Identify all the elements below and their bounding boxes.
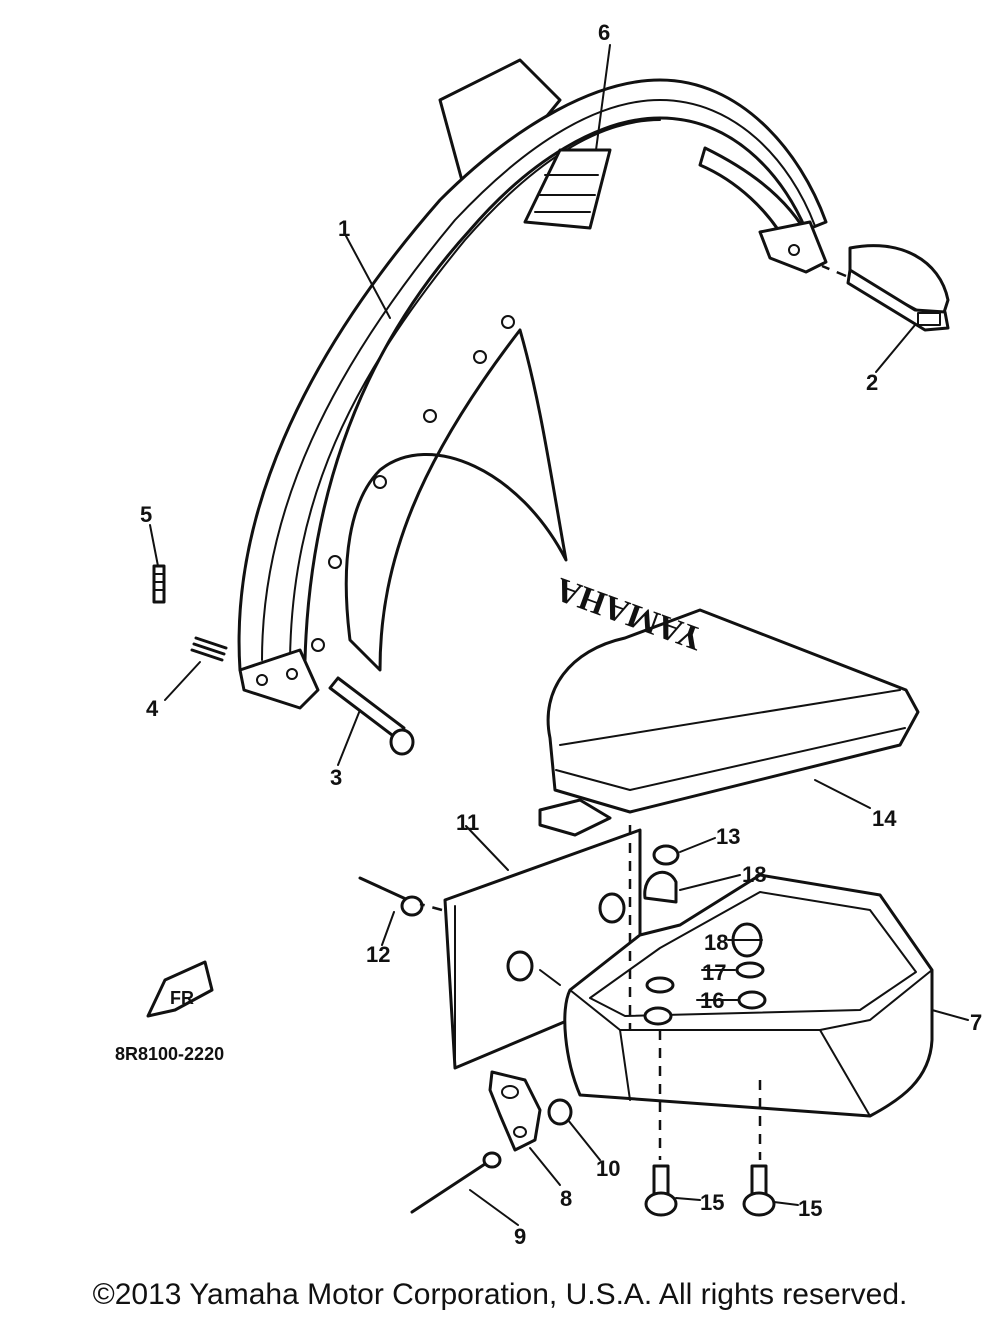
washer-13 (652, 844, 680, 866)
bracket-8 (488, 1070, 542, 1152)
cap-nut-18 (643, 870, 678, 904)
battery-cover: YAMAHA (538, 570, 920, 837)
callout-5: 5 (140, 502, 152, 527)
front-direction-icon: FR (146, 960, 214, 1018)
assembly-lines (419, 264, 847, 1160)
callout-9: 9 (514, 1224, 526, 1249)
screw-9 (410, 1151, 502, 1214)
bolt-15-right (742, 1164, 776, 1217)
callout-15-right: 15 (798, 1196, 822, 1221)
callout-11: 11 (456, 810, 479, 835)
part-code: 8R8100-2220 (115, 1044, 224, 1064)
callout-12: 12 (366, 942, 390, 967)
callout-7: 7 (970, 1010, 982, 1035)
mud-flap (846, 244, 950, 332)
callout-15-left: 15 (700, 1190, 724, 1215)
screw-5 (152, 564, 166, 604)
leader-lines (149, 44, 969, 1226)
callout-13: 13 (716, 824, 740, 849)
screw-12 (358, 876, 424, 917)
callout-18-box: 18 (704, 930, 728, 955)
callout-8: 8 (560, 1186, 572, 1211)
callout-17: 17 (702, 960, 726, 985)
front-indicator-label: FR (170, 988, 194, 1008)
copyright-notice: ©2013 Yamaha Motor Corporation, U.S.A. A… (92, 1278, 908, 1311)
battery-box (563, 873, 934, 1118)
spring-4 (190, 636, 228, 662)
callout-18-top: 18 (742, 862, 766, 887)
callout-3: 3 (330, 765, 342, 790)
callouts: 1 2 3 4 5 6 7 8 9 10 11 12 13 14 15 15 1… (140, 20, 982, 1249)
fender-label (523, 148, 612, 230)
nut-10 (547, 1098, 573, 1126)
callout-2: 2 (866, 370, 878, 395)
rear-fender (237, 58, 828, 710)
bolt-15-left (644, 1164, 678, 1217)
grommet (598, 892, 626, 924)
pin-3 (328, 676, 415, 756)
callout-10: 10 (596, 1156, 620, 1181)
callout-14: 14 (872, 806, 897, 831)
callout-1: 1 (338, 216, 350, 241)
callout-16: 16 (700, 988, 724, 1013)
callout-4: 4 (146, 696, 159, 721)
callout-6: 6 (598, 20, 610, 45)
